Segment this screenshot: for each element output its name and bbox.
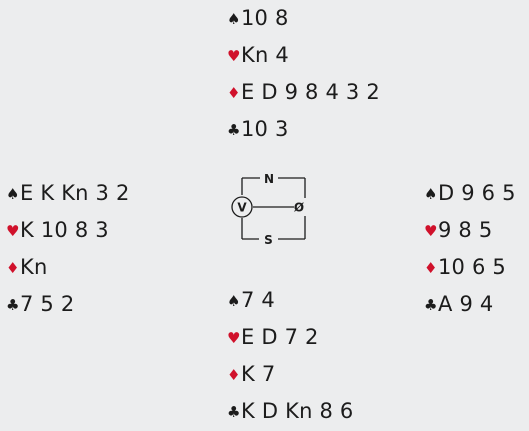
compass-north-label: N	[264, 172, 274, 186]
east-diamonds-cards: 10 6 5	[438, 255, 506, 279]
west-hand: ♠E K Kn 3 2 ♥K 10 8 3 ♦Kn ♣7 5 2	[6, 175, 130, 323]
club-icon: ♣	[6, 296, 20, 314]
south-diamonds-cards: K 7	[241, 362, 276, 386]
west-hearts-cards: K 10 8 3	[20, 218, 109, 242]
south-spades-row: ♠7 4	[227, 282, 353, 319]
diamond-icon: ♦	[6, 259, 20, 277]
spade-icon: ♠	[227, 292, 241, 310]
club-icon: ♣	[227, 403, 241, 421]
spade-icon: ♠	[6, 185, 20, 203]
west-diamonds-cards: Kn	[20, 255, 48, 279]
compass-diagram: N S V Ø	[231, 172, 306, 246]
club-icon: ♣	[227, 121, 241, 139]
compass-west-label: V	[237, 201, 247, 215]
east-spades-cards: D 9 6 5	[438, 181, 516, 205]
spade-icon: ♠	[424, 185, 438, 203]
heart-icon: ♥	[424, 222, 438, 240]
diamond-icon: ♦	[227, 366, 241, 384]
north-hearts-row: ♥Kn 4	[227, 37, 380, 74]
west-hearts-row: ♥K 10 8 3	[6, 212, 130, 249]
east-clubs-row: ♣A 9 4	[424, 286, 516, 323]
diamond-icon: ♦	[227, 84, 241, 102]
north-diamonds-row: ♦E D 9 8 4 3 2	[227, 74, 380, 111]
south-spades-cards: 7 4	[241, 288, 275, 312]
heart-icon: ♥	[227, 329, 241, 347]
north-hearts-cards: Kn 4	[241, 43, 289, 67]
west-clubs-cards: 7 5 2	[20, 292, 75, 316]
club-icon: ♣	[424, 296, 438, 314]
east-spades-row: ♠D 9 6 5	[424, 175, 516, 212]
north-spades-cards: 10 8	[241, 6, 289, 30]
east-hearts-cards: 9 8 5	[438, 218, 493, 242]
north-spades-row: ♠10 8	[227, 0, 380, 37]
north-clubs-row: ♣10 3	[227, 111, 380, 148]
east-clubs-cards: A 9 4	[438, 292, 494, 316]
south-clubs-cards: K D Kn 8 6	[241, 399, 354, 423]
north-clubs-cards: 10 3	[241, 117, 289, 141]
south-clubs-row: ♣K D Kn 8 6	[227, 393, 353, 430]
west-spades-cards: E K Kn 3 2	[20, 181, 130, 205]
heart-icon: ♥	[227, 47, 241, 65]
west-spades-row: ♠E K Kn 3 2	[6, 175, 130, 212]
compass-east-label: Ø	[294, 201, 304, 215]
compass-south-label: S	[264, 233, 273, 246]
south-hearts-row: ♥E D 7 2	[227, 319, 353, 356]
dealer-marker	[231, 196, 253, 218]
south-diamonds-row: ♦K 7	[227, 356, 353, 393]
compass-box	[241, 177, 306, 240]
north-diamonds-cards: E D 9 8 4 3 2	[241, 80, 380, 104]
east-diamonds-row: ♦10 6 5	[424, 249, 516, 286]
east-hearts-row: ♥9 8 5	[424, 212, 516, 249]
spade-icon: ♠	[227, 10, 241, 28]
diamond-icon: ♦	[424, 259, 438, 277]
north-hand: ♠10 8 ♥Kn 4 ♦E D 9 8 4 3 2 ♣10 3	[227, 0, 380, 148]
south-hearts-cards: E D 7 2	[241, 325, 319, 349]
west-clubs-row: ♣7 5 2	[6, 286, 130, 323]
heart-icon: ♥	[6, 222, 20, 240]
west-diamonds-row: ♦Kn	[6, 249, 130, 286]
south-hand: ♠7 4 ♥E D 7 2 ♦K 7 ♣K D Kn 8 6	[227, 282, 353, 430]
east-hand: ♠D 9 6 5 ♥9 8 5 ♦10 6 5 ♣A 9 4	[424, 175, 516, 323]
